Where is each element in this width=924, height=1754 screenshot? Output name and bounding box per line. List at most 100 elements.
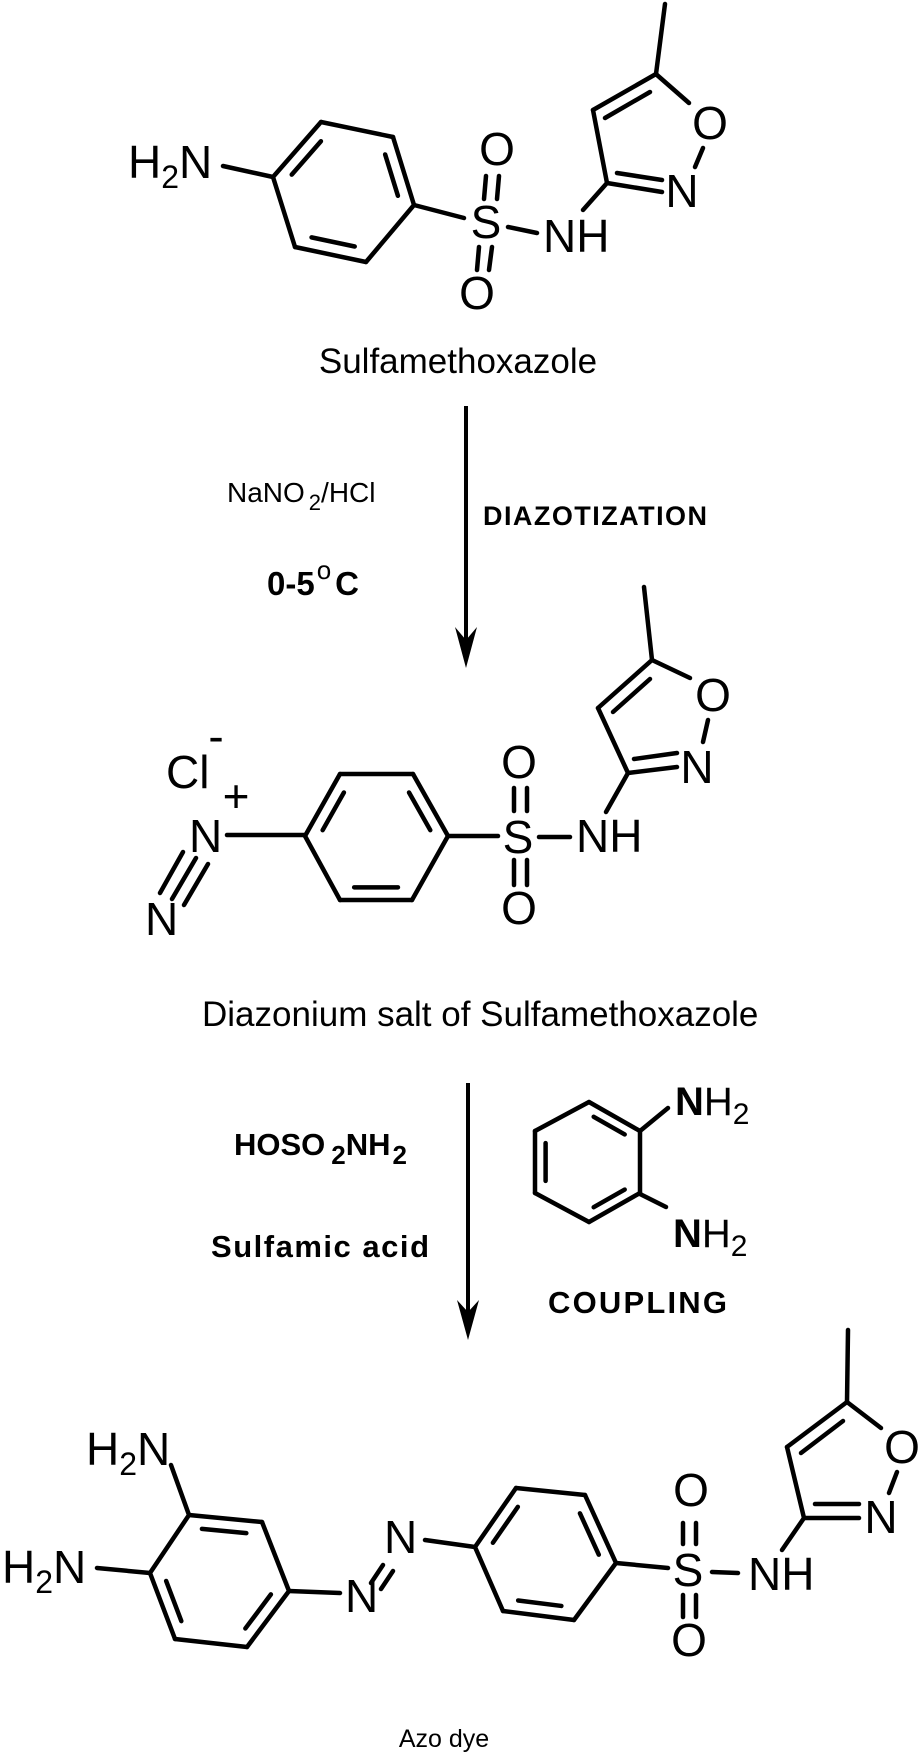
benzene-ring-bond	[472, 1485, 519, 1550]
benzene-ring-bond	[513, 1485, 588, 1498]
azo-nitrogen-1: N	[345, 1570, 378, 1622]
sulfur-atom: S	[503, 811, 534, 863]
isoxazole-bond	[784, 1399, 850, 1450]
isoxazole-bond	[798, 1418, 846, 1456]
isoxazole-bond	[625, 764, 680, 776]
isoxazole-bond	[595, 657, 655, 711]
benzene-ring-bond	[410, 771, 451, 839]
subscript: 2	[309, 490, 321, 515]
atom-n: N	[53, 1541, 86, 1593]
isoxazole-bond	[700, 717, 711, 745]
amine-bond	[637, 1191, 669, 1210]
chloride-ion: Cl	[166, 746, 209, 798]
amine-label-bottom: H2N	[2, 1541, 86, 1600]
single-bond	[286, 1588, 343, 1596]
positive-charge: +	[223, 770, 250, 822]
isoxazole-bond	[641, 584, 655, 663]
step-label-coupling: COUPLING	[548, 1285, 727, 1320]
atom-h: H	[128, 136, 161, 188]
reagent-part: /HCl	[321, 477, 375, 508]
atom-n: N	[673, 1212, 702, 1256]
ring-nitrogen: N	[665, 165, 698, 217]
benzene-ring-bond	[532, 1099, 592, 1134]
benzene-ring-inner-double-bond	[591, 1114, 627, 1137]
benzene-ring-inner-double-bond	[289, 138, 324, 177]
oxygen-atom-top: O	[479, 123, 515, 175]
single-bond	[613, 1560, 671, 1571]
single-bond	[580, 180, 610, 213]
reagent-part: NaNO	[227, 477, 305, 508]
benzene-ring-bond	[571, 1560, 619, 1623]
single-bond	[422, 1537, 478, 1550]
subscript: 2	[119, 1446, 137, 1482]
benzene-ring-bond	[532, 1190, 592, 1225]
benzene-ring-inner-double-bond	[199, 1526, 249, 1536]
single-bond	[220, 163, 276, 180]
benzene-ring-bond	[500, 1608, 577, 1623]
isoxazole-bond	[653, 1, 668, 77]
isoxazole-bond	[844, 1327, 851, 1405]
benzene-ring-inner-double-bond	[490, 1504, 521, 1545]
benzene-ring-bond	[363, 202, 417, 265]
benzene-ring-bond	[172, 1636, 250, 1650]
amine-bond	[637, 1105, 671, 1134]
benzene-ring-bond	[390, 134, 417, 208]
subscript: 2	[393, 1140, 407, 1170]
oxygen-atom-bottom: O	[459, 267, 495, 319]
single-bond	[168, 1462, 192, 1518]
compound-caption-diazonium: Diazonium salt of Sulfamethoxazole	[202, 995, 758, 1034]
benzene-ring-bond	[318, 119, 396, 140]
benzene-ring-bond	[270, 174, 298, 250]
temperature-unit: C	[335, 565, 359, 602]
isoxazole-bond	[590, 107, 610, 186]
formula-part: HOSO	[234, 1127, 325, 1162]
benzene-ring-inner-double-bond	[309, 235, 357, 249]
subscript: 2	[331, 1140, 345, 1170]
isoxazole-bond	[886, 1469, 900, 1496]
isoxazole-bond	[595, 705, 631, 776]
atom-h: H	[86, 1423, 119, 1475]
subscript: 2	[161, 159, 179, 195]
isoxazole-bond	[604, 180, 665, 195]
benzene-ring-bond	[302, 771, 343, 839]
sulfonyl-double-bond	[494, 173, 502, 202]
sulfonyl-double-bond	[481, 173, 489, 202]
ring-oxygen: O	[692, 97, 728, 149]
nh-group: NH	[543, 210, 609, 262]
isoxazole-bond	[610, 676, 653, 715]
reagent-name: Sulfamic acid	[211, 1229, 429, 1264]
azo-double-bond	[378, 1568, 396, 1592]
benzene-ring-bond	[302, 833, 343, 903]
oxygen-atom-top: O	[501, 736, 537, 788]
ring-oxygen: O	[695, 669, 731, 721]
reaction-arrow-diazotization	[455, 406, 477, 668]
isoxazole-bond	[614, 170, 665, 183]
reaction-arrow-coupling	[457, 1083, 479, 1340]
benzene-ring-inner-double-bond	[577, 1511, 602, 1557]
degree-symbol: o	[317, 555, 331, 585]
isoxazole-bond	[649, 657, 693, 681]
ring-nitrogen: N	[680, 741, 713, 793]
subscript: 2	[35, 1564, 53, 1600]
sulfonyl-double-bond	[474, 244, 482, 273]
single-bond	[603, 770, 631, 815]
o-phenylenediamine-structure: NH2 NH2	[673, 1080, 749, 1263]
oxygen-atom-top: O	[673, 1464, 709, 1516]
diazonium-salt-structure: Cl - + N N S O O NH O N	[145, 669, 731, 945]
sulfur-atom: S	[471, 196, 502, 248]
isoxazole-bond	[784, 1444, 807, 1521]
oxygen-atom-bottom: O	[501, 882, 537, 934]
benzene-ring-bond	[244, 1588, 292, 1650]
oxygen-atom-bottom: O	[671, 1614, 707, 1666]
formula-part: NH	[346, 1127, 391, 1162]
isoxazole-bond	[590, 71, 659, 113]
benzene-ring-inner-double-bond	[163, 1578, 184, 1624]
compound-caption-azo-dye: Azo dye	[399, 1725, 489, 1753]
single-bond	[709, 1569, 741, 1576]
sulfur-atom: S	[673, 1544, 704, 1596]
isoxazole-bond	[602, 89, 653, 121]
negative-charge: -	[208, 710, 223, 762]
azo-dye-structure: H2N H2N N N S O O NH O N	[2, 1421, 920, 1666]
